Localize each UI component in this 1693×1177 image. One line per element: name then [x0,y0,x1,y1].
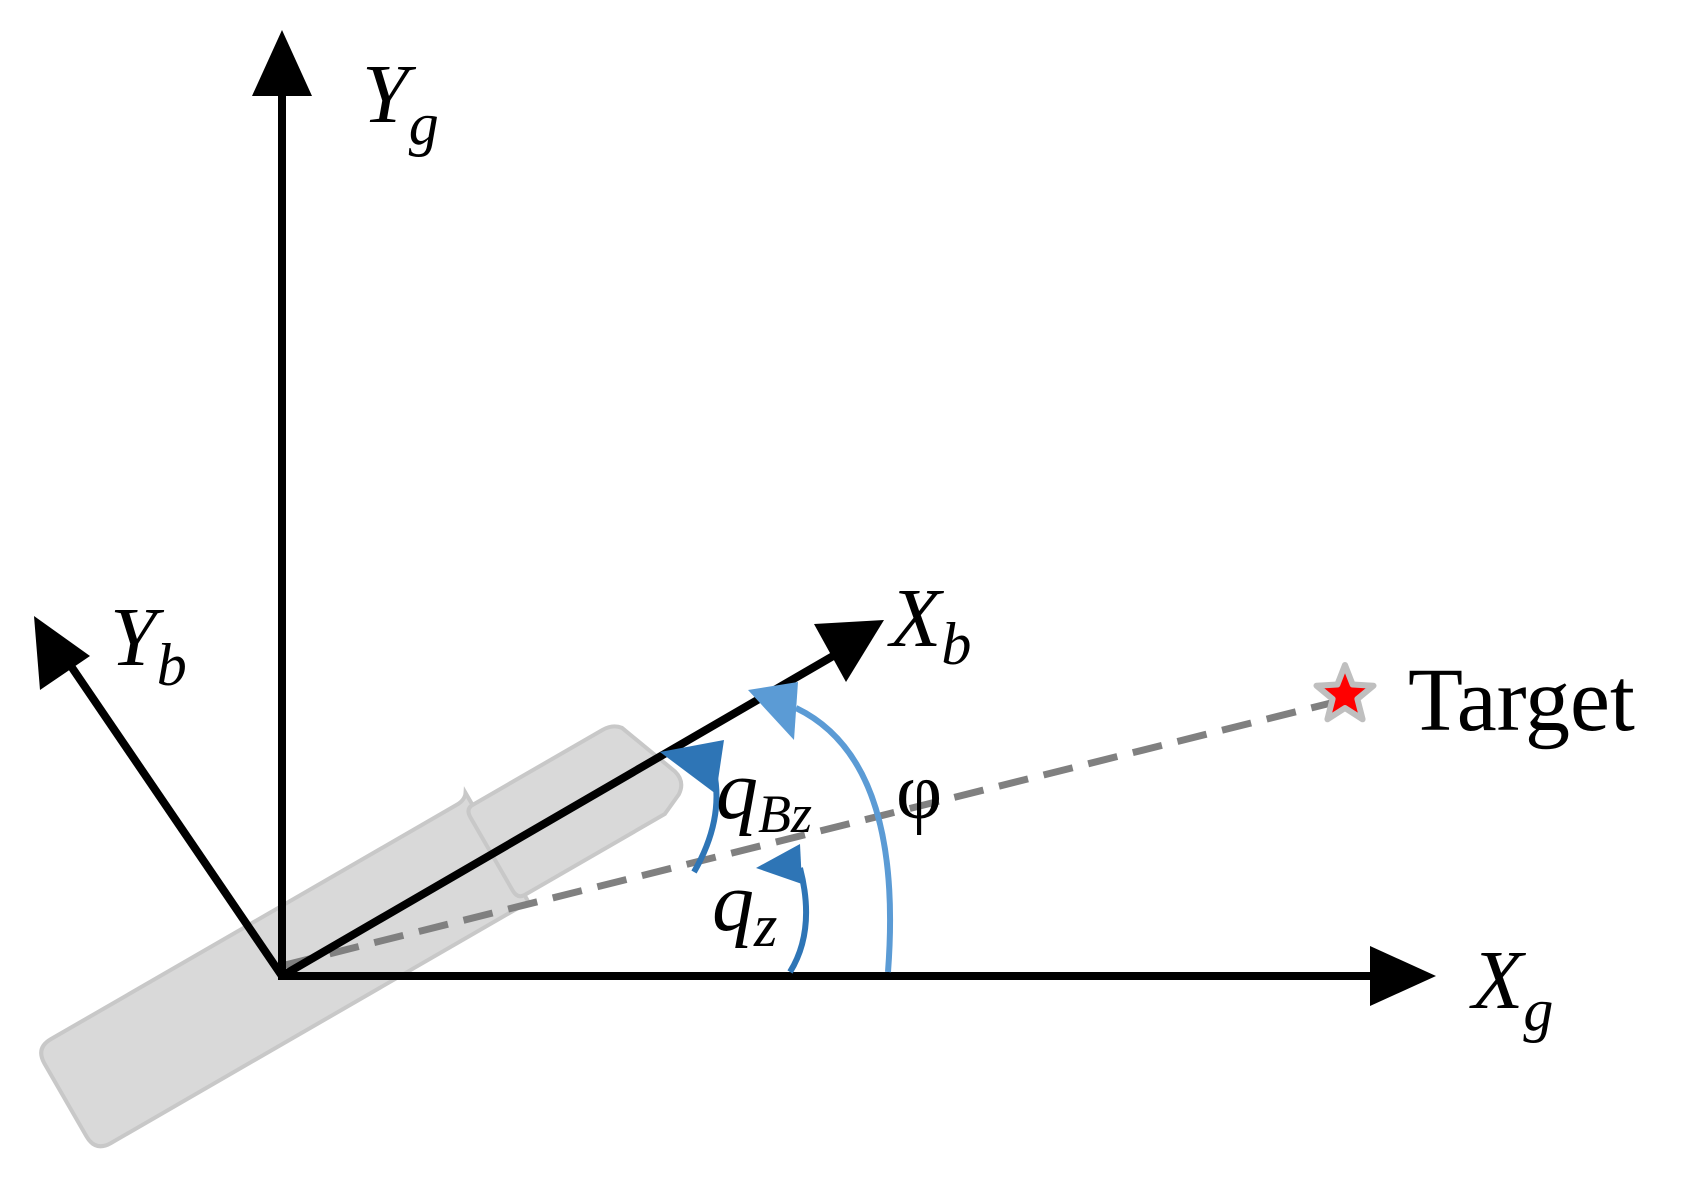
arc-qz-arrowhead [756,844,802,884]
line-of-sight [284,698,1336,969]
label-phi: φ [896,748,942,836]
label-yg: Yg [362,48,439,157]
arc-qbz-arrowhead [660,740,724,794]
axis-xb [279,648,843,980]
axis-yb-arrowhead [34,616,90,690]
label-target: Target [1408,651,1635,750]
axis-yg-arrowhead [252,30,312,96]
axis-xg-arrowhead [1370,946,1436,1006]
label-xb: Xb [887,572,971,677]
arc-phi [794,705,894,973]
arc-phi-arrowhead [748,682,798,740]
arc-qz [787,867,810,974]
label-qbz: qBz [716,744,812,844]
label-yb: Yb [110,591,187,698]
axis-xb-arrowhead [814,620,884,682]
label-xg: Xg [1469,934,1553,1043]
missile-nose [466,724,684,899]
axis-yb [56,647,286,979]
label-qz: qz [712,856,777,959]
star-icon [1313,662,1377,723]
